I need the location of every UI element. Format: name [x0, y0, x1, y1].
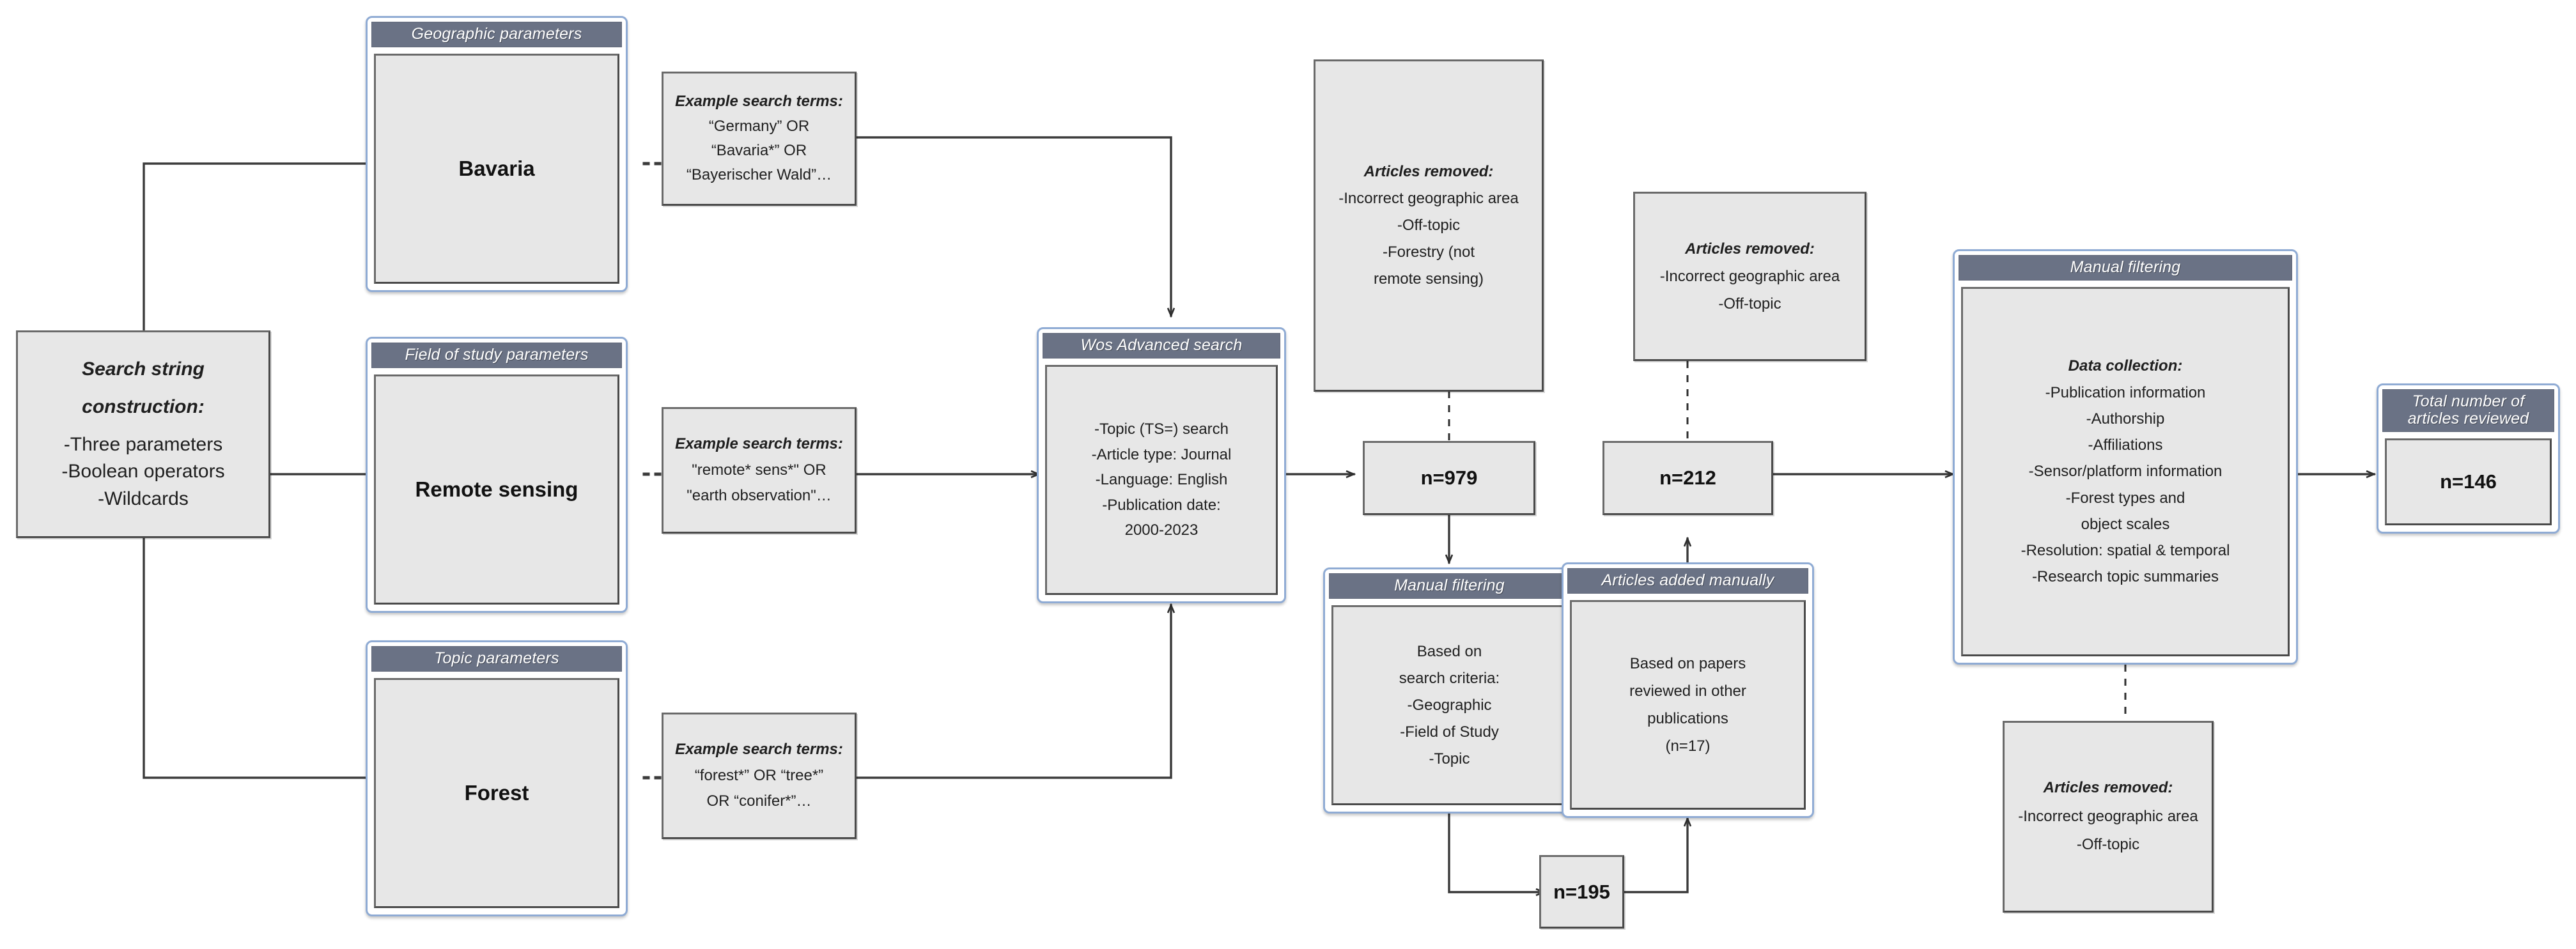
mf1-line-3: -Field of Study — [1400, 723, 1499, 741]
removed2-line-0: -Incorrect geographic area — [1659, 267, 1840, 285]
mf2-line-6: -Resolution: spatial & temporal — [2021, 542, 2230, 560]
node-articles-removed-2[interactable]: Articles removed: -Incorrect geographic … — [1633, 192, 1866, 361]
mf2-line-5: object scales — [2081, 515, 2170, 533]
node-n212[interactable]: n=212 — [1602, 441, 1773, 515]
terms-topic-title: Example search terms: — [675, 740, 843, 758]
aam-line-0: Based on papers — [1629, 654, 1746, 672]
mf2-line-3: -Sensor/platform information — [2028, 463, 2223, 481]
wos-advanced-search-body: -Topic (TS=) search -Article type: Journ… — [1045, 365, 1278, 595]
total-articles-reviewed-header: Total number of articles reviewed — [2382, 389, 2554, 432]
removed2-title: Articles removed: — [1685, 240, 1815, 258]
terms-geo-line-1: “Bavaria*” OR — [711, 142, 807, 159]
node-total-articles-reviewed[interactable]: Total number of articles reviewed n=146 — [2377, 383, 2560, 534]
node-articles-removed-3[interactable]: Articles removed: -Incorrect geographic … — [2003, 721, 2214, 913]
aam-line-3: (n=17) — [1665, 737, 1711, 755]
terms-geo-line-2: “Bayerischer Wald”… — [686, 166, 832, 184]
total-header-line-1: articles reviewed — [2407, 410, 2529, 428]
manual-filtering-2-body: Data collection: -Publication informatio… — [1961, 287, 2290, 656]
node-manual-filtering-2[interactable]: Manual filtering Data collection: -Publi… — [1953, 249, 2298, 665]
terms-topic-line-0: “forest*” OR “tree*” — [694, 766, 824, 784]
aam-line-1: reviewed in other — [1629, 682, 1746, 700]
geographic-parameters-body: Bavaria — [374, 54, 619, 284]
total-header-line-0: Total number of — [2412, 392, 2525, 410]
search-string-line-0: -Three parameters — [63, 433, 223, 455]
terms-fos-line-1: "earth observation"… — [687, 487, 832, 505]
node-field-of-study-parameters[interactable]: Field of study parameters Remote sensing — [366, 337, 628, 613]
node-articles-removed-1[interactable]: Articles removed: -Incorrect geographic … — [1314, 59, 1544, 392]
mf1-line-2: -Geographic — [1407, 696, 1492, 714]
removed1-line-2: -Forestry (not — [1382, 243, 1475, 261]
search-string-title2: construction: — [82, 396, 205, 417]
topic-parameters-header: Topic parameters — [371, 646, 622, 672]
mf1-line-1: search criteria: — [1399, 669, 1500, 687]
terms-fos-title: Example search terms: — [675, 435, 843, 452]
manual-filtering-1-header: Manual filtering — [1329, 573, 1570, 599]
mf2-line-7: -Research topic summaries — [2031, 568, 2219, 586]
aam-line-2: publications — [1647, 710, 1728, 727]
removed1-title: Articles removed: — [1363, 163, 1494, 180]
geographic-parameters-header: Geographic parameters — [371, 22, 622, 47]
mf1-line-0: Based on — [1416, 642, 1482, 660]
mf2-line-2: -Affiliations — [2088, 436, 2163, 454]
total-articles-reviewed-body: n=146 — [2385, 438, 2552, 525]
search-string-line-2: -Wildcards — [98, 488, 189, 509]
terms-topic-line-1: OR “conifer*”… — [706, 792, 812, 810]
node-n979[interactable]: n=979 — [1363, 441, 1535, 515]
removed3-line-0: -Incorrect geographic area — [2018, 807, 2198, 825]
wos-advanced-search-header: Wos Advanced search — [1043, 333, 1280, 359]
node-topic-parameters[interactable]: Topic parameters Forest — [366, 640, 628, 916]
terms-geo-title: Example search terms: — [675, 93, 843, 111]
mf1-line-4: -Topic — [1429, 750, 1470, 768]
node-geographic-parameters[interactable]: Geographic parameters Bavaria — [366, 16, 628, 292]
node-search-string-construction[interactable]: Search string construction: -Three param… — [16, 330, 270, 538]
mf2-line-1: -Authorship — [2086, 410, 2165, 428]
node-example-search-terms-topic[interactable]: Example search terms: “forest*” OR “tree… — [662, 713, 857, 839]
removed1-line-3: remote sensing) — [1373, 270, 1484, 288]
node-example-search-terms-field-of-study[interactable]: Example search terms: "remote* sens*" OR… — [662, 407, 857, 534]
search-string-line-1: -Boolean operators — [61, 461, 225, 482]
node-manual-filtering-1[interactable]: Manual filtering Based on search criteri… — [1323, 567, 1576, 814]
manual-filtering-2-header: Manual filtering — [1959, 255, 2292, 281]
field-of-study-parameters-header: Field of study parameters — [371, 343, 622, 368]
topic-parameters-body: Forest — [374, 678, 619, 908]
edge-manualfilter1-n195 — [1448, 811, 1544, 892]
removed2-line-1: -Off-topic — [1718, 295, 1781, 313]
edge-n195-addedmanually — [1622, 819, 1688, 893]
articles-added-manually-body: Based on papers reviewed in other public… — [1570, 600, 1806, 810]
node-example-search-terms-geographic[interactable]: Example search terms: “Germany” OR “Bava… — [662, 72, 857, 206]
wos-line-4: 2000-2023 — [1124, 521, 1199, 539]
wos-line-0: -Topic (TS=) search — [1094, 420, 1229, 438]
articles-added-manually-header: Articles added manually — [1567, 568, 1808, 594]
wos-line-3: -Publication date: — [1102, 496, 1221, 514]
node-articles-added-manually[interactable]: Articles added manually Based on papers … — [1562, 562, 1814, 818]
edge-searchstring-topic — [143, 537, 369, 779]
wos-line-2: -Language: English — [1095, 471, 1228, 489]
manual-filtering-1-body: Based on search criteria: -Geographic -F… — [1331, 605, 1567, 805]
removed3-line-1: -Off-topic — [2076, 836, 2140, 854]
terms-fos-line-0: "remote* sens*" OR — [692, 461, 826, 479]
wos-line-1: -Article type: Journal — [1091, 445, 1232, 463]
mf2-line-4: -Forest types and — [2065, 489, 2185, 507]
node-n195[interactable]: n=195 — [1539, 855, 1624, 929]
n212-label: n=212 — [1659, 467, 1716, 489]
mf2-title: Data collection: — [2068, 357, 2183, 375]
removed3-title: Articles removed: — [2043, 779, 2173, 797]
search-string-title: Search string — [82, 358, 205, 380]
mf2-line-0: -Publication information — [2045, 383, 2206, 401]
n979-label: n=979 — [1420, 467, 1478, 489]
field-of-study-parameters-body: Remote sensing — [374, 374, 619, 605]
terms-geo-line-0: “Germany” OR — [708, 117, 810, 135]
node-wos-advanced-search[interactable]: Wos Advanced search -Topic (TS=) search … — [1037, 327, 1286, 603]
removed1-line-1: -Off-topic — [1397, 217, 1461, 234]
n195-label: n=195 — [1553, 880, 1610, 903]
removed1-line-0: -Incorrect geographic area — [1338, 190, 1519, 207]
